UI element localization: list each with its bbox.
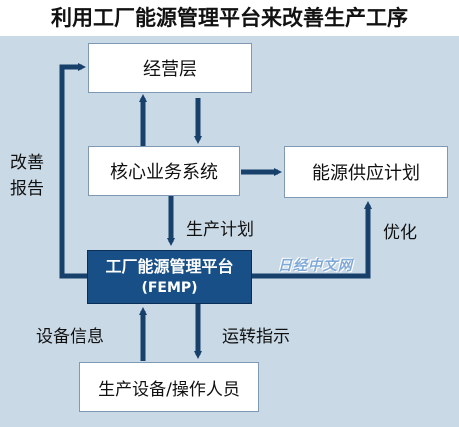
node-femp: 工厂能源管理平台 (FEMP) <box>87 250 252 304</box>
node-energy-supply-plan: 能源供应计划 <box>284 146 448 198</box>
node-core-business-system: 核心业务系统 <box>88 146 240 196</box>
label-equipment-info: 设备信息 <box>36 327 104 347</box>
label-optimize: 优化 <box>383 223 417 243</box>
label-report: 报告 <box>10 179 44 199</box>
femp-abbreviation: (FEMP) <box>141 280 198 296</box>
diagram-title: 利用工厂能源管理平台来改善生产工序 <box>0 0 459 36</box>
arrow-femp-to-management <box>59 63 87 279</box>
node-management: 经营层 <box>88 43 252 93</box>
label-production-plan: 生产计划 <box>186 220 254 240</box>
node-equipment-operators: 生产设备/操作人员 <box>79 362 259 412</box>
femp-name: 工厂能源管理平台 <box>105 257 234 276</box>
watermark-logo: 日经中文网 <box>278 258 353 274</box>
label-improve: 改善 <box>10 153 44 173</box>
label-operation-instructions: 运转指示 <box>222 327 290 347</box>
arrow-femp-to-energy-plan <box>252 201 372 279</box>
